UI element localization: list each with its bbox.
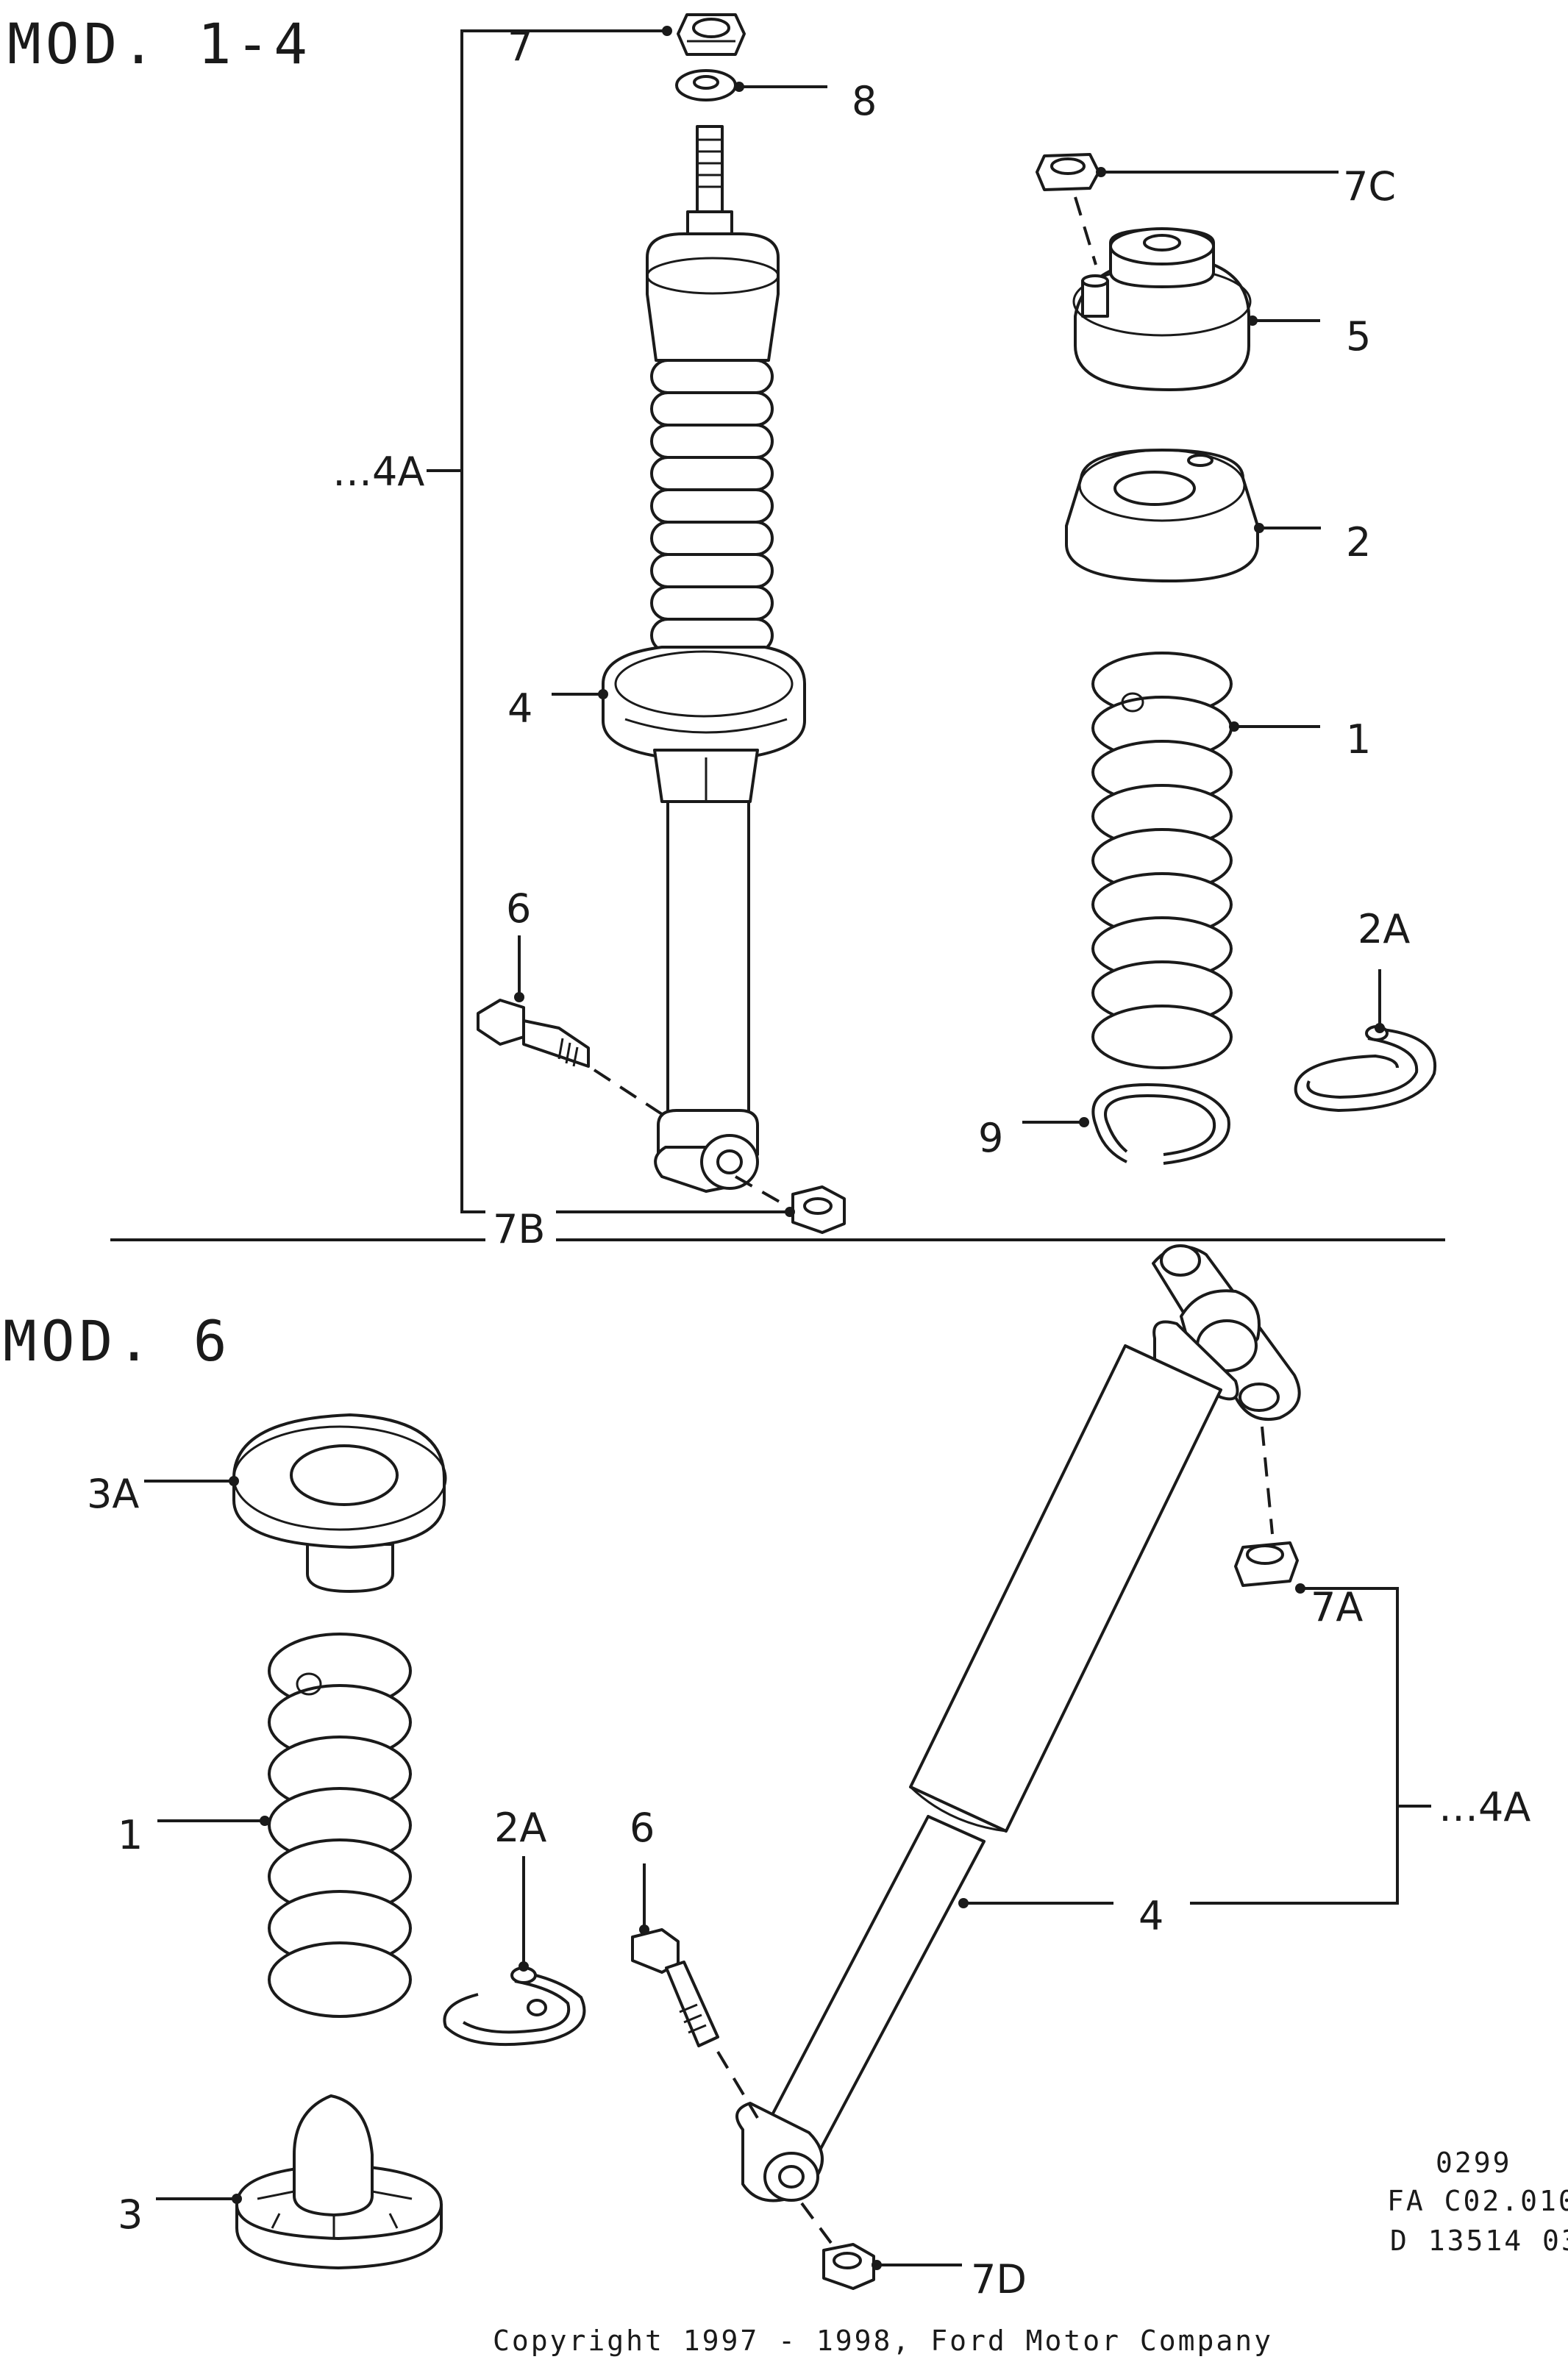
lower-eye-bushing: [654, 1109, 759, 1193]
callout-2a-bottom: 2A: [494, 1805, 546, 1851]
damper-body: [666, 800, 750, 1134]
callout-7: 7: [507, 24, 532, 70]
nut-7d: [822, 2243, 875, 2290]
ring-9: [1091, 1082, 1230, 1165]
callout-1-top: 1: [1346, 716, 1371, 763]
callout-3a: 3A: [87, 1471, 139, 1517]
stud-axis-7c: [1074, 196, 1097, 265]
spring-seat-2: [1065, 449, 1259, 582]
callout-7a: 7A: [1311, 1584, 1363, 1630]
coil-spring-1-bottom: [268, 1633, 412, 2018]
callout-4-top: 4: [507, 685, 532, 732]
nut-7b: [791, 1185, 846, 1234]
callout-1-bottom: 1: [118, 1812, 143, 1858]
dust-boot-cap: [646, 232, 780, 362]
callout-6-bottom: 6: [630, 1805, 655, 1851]
lower-spring-seat: [602, 646, 806, 803]
section-title-mod-1-4: MOD. 1-4: [7, 11, 312, 76]
bolt-6: [477, 999, 590, 1068]
section-title-mod-6: MOD. 6: [3, 1308, 232, 1374]
callout-6-top: 6: [506, 885, 531, 932]
callout-9: 9: [978, 1115, 1003, 1161]
nut-7c: [1036, 153, 1100, 191]
insulator-2a-top: [1294, 1025, 1437, 1113]
spring-seat-3a: [232, 1413, 447, 1593]
copyright-notice: Copyright 1997 - 1998, Ford Motor Compan…: [493, 2325, 1273, 2357]
nut-axis-top: [735, 1175, 788, 1208]
drawing-code-ref: FA C02.010: [1387, 2185, 1568, 2217]
bump-stop-3: [235, 2094, 443, 2269]
callout-7c: 7C: [1343, 163, 1396, 210]
callout-4a-top: …4A: [332, 449, 424, 495]
shock-absorber-mod-6: [735, 1244, 1301, 2202]
callout-4a-bottom: …4A: [1439, 1784, 1530, 1830]
nut-axis-bottom: [800, 2202, 833, 2244]
callout-7d: 7D: [971, 2256, 1027, 2302]
nut-7a: [1234, 1541, 1299, 1587]
stud-axis-7a: [1261, 1426, 1274, 1535]
callout-3: 3: [118, 2191, 143, 2238]
insulator-2a-bottom: [443, 1966, 586, 2047]
shock-absorber-assembly-top: [477, 13, 846, 1234]
nut-7: [677, 13, 746, 56]
drawing-code-date: 0299: [1436, 2147, 1512, 2179]
bracket-4a-bottom: [1309, 1587, 1431, 1905]
bolt-6-bottom: [631, 1928, 719, 2047]
bolt-axis-bottom: [716, 2050, 759, 2119]
drawing-code-number: D 13514 03: [1390, 2225, 1568, 2257]
callout-2: 2: [1346, 519, 1371, 566]
callout-7b: 7B: [493, 1206, 545, 1252]
callout-4-bottom: 4: [1138, 1893, 1163, 1939]
washer-8: [675, 69, 737, 101]
callout-8: 8: [852, 78, 877, 124]
coil-spring-1-top: [1091, 652, 1233, 1069]
dust-boot-bellows: [650, 359, 774, 704]
callout-2a-top: 2A: [1358, 906, 1410, 952]
bolt-axis-top: [593, 1069, 663, 1116]
upper-mount-5: [1072, 227, 1252, 391]
callout-5: 5: [1346, 313, 1371, 360]
